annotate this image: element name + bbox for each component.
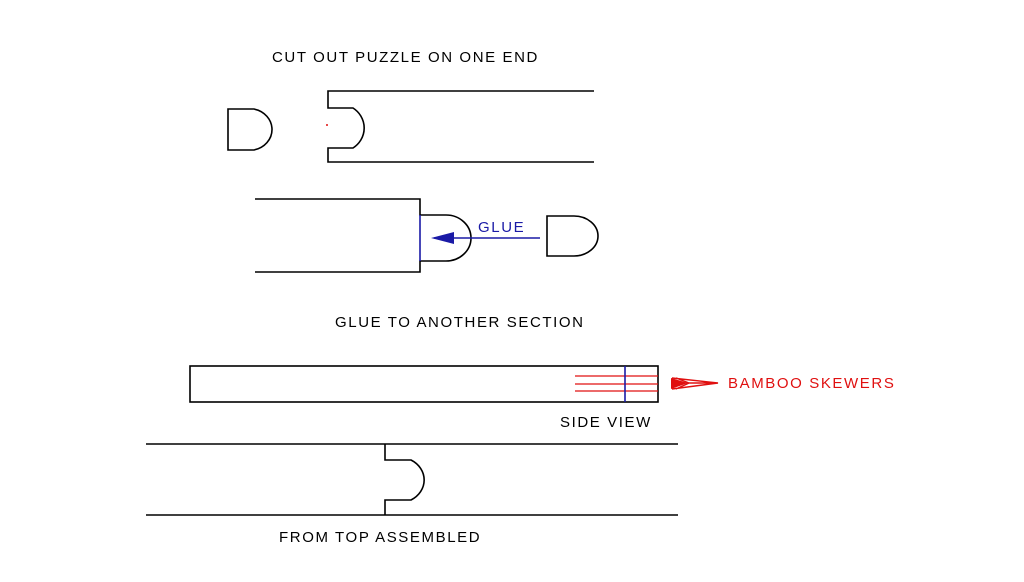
cut-board-with-socket [327, 90, 594, 163]
bamboo-skewers-label: BAMBOO SKEWERS [728, 375, 895, 392]
assembled-puzzle-joint [384, 444, 425, 515]
loose-puzzle-piece-glue [546, 215, 599, 257]
from-top-assembled-label: FROM TOP ASSEMBLED [279, 529, 481, 546]
title-glue-to-another-section: GLUE TO ANOTHER SECTION [335, 314, 585, 331]
skewer-pointer-heads [671, 378, 688, 389]
loose-puzzle-piece-top [227, 108, 273, 151]
red-marker-dot [326, 124, 328, 126]
glue-arrow-head [431, 232, 454, 244]
glue-label: GLUE [478, 219, 525, 236]
side-view-label: SIDE VIEW [560, 414, 652, 431]
board-with-tenon [255, 198, 472, 273]
skewer-pointer-arrows [671, 377, 719, 390]
title-cut-out-puzzle: CUT OUT PUZZLE ON ONE END [272, 49, 539, 66]
